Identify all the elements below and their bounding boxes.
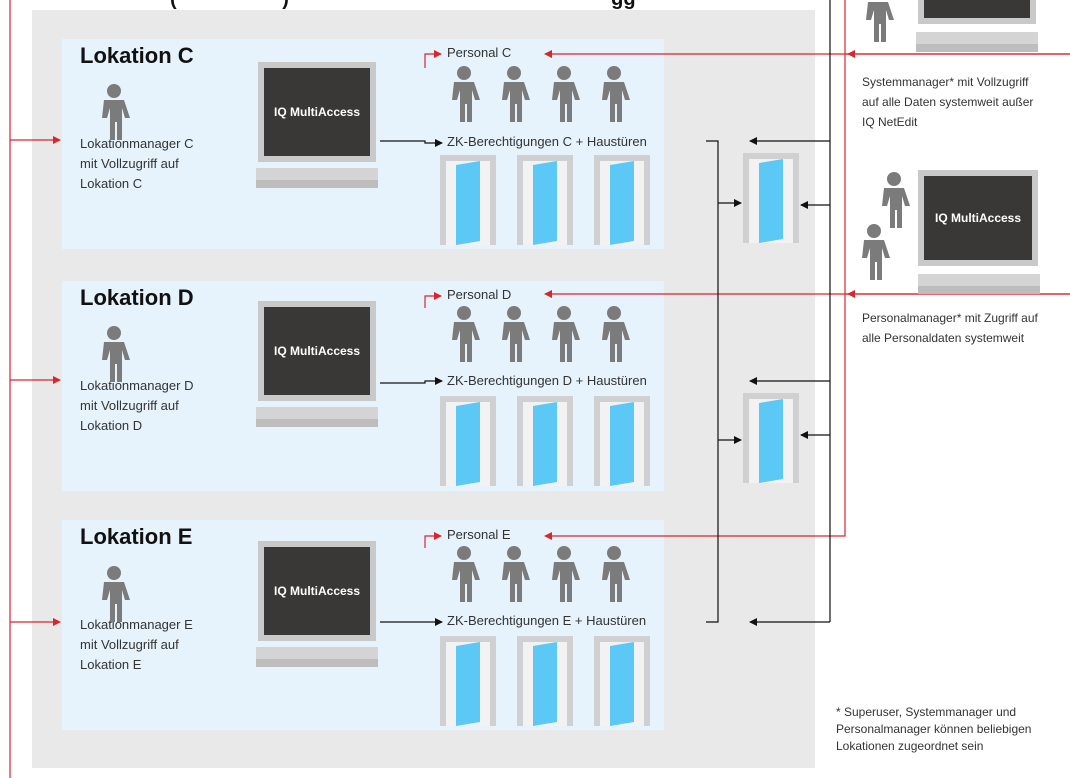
computer-label: IQ MultiAccess [273,344,361,358]
computer-icon: IQ MultiAccess [256,301,380,433]
staff-person-icon [602,546,630,602]
staff-person-icon [552,306,580,362]
staff-person-icon [452,546,480,602]
personal-manager-person-icon [882,172,910,228]
door-icon [594,396,650,486]
location-manager-description: Lokationmanager E mit Vollzugriff auf Lo… [80,617,193,672]
shared-door-icon [743,153,799,243]
door-icon [517,636,573,726]
computer-label: IQ MultiAccess [273,584,361,598]
staff-person-icon [502,546,530,602]
shared-door-bracket [706,140,742,623]
door-icon [440,155,496,245]
location-title: Lokation D [80,285,194,310]
computer-to-access-arrows [380,139,443,626]
personal-hooks [424,50,442,548]
staff-person-icon [552,66,580,122]
door-icon [440,396,496,486]
staff-person-icon [502,306,530,362]
location-manager-description: Lokationmanager D mit Vollzugriff auf Lo… [80,378,194,433]
system-manager-computer-icon [912,0,1040,66]
computer-label: IQ MultiAccess [934,211,1022,225]
shared-door-icon [743,393,799,483]
staff-person-icon [602,66,630,122]
computer-icon: IQ MultiAccess [256,541,380,673]
door-icon [594,155,650,245]
personal-label: Personal C [447,45,512,60]
computer-label: IQ MultiAccess [273,105,361,119]
system-manager-person-icon [866,2,894,42]
personal-manager-person-icon [862,224,890,280]
right-black-trunk [749,0,831,626]
door-icon [517,155,573,245]
staff-person-icon [452,66,480,122]
personal-label: Personal D [447,287,512,302]
location-title: Lokation C [80,43,194,68]
staff-person-icon [452,306,480,362]
access-rights-label: ZK-Berechtigungen C + Haustüren [447,134,647,149]
computer-icon: IQ MultiAccess [256,62,380,194]
staff-person-icon [502,66,530,122]
location-manager-person-icon [102,566,130,622]
left-red-trunk [9,0,61,778]
staff-person-icon [552,546,580,602]
door-icon [440,636,496,726]
partial-title: ( ) gg [170,0,636,11]
personal-label: Personal E [447,527,511,542]
location-manager-description: Lokationmanager C mit Vollzugriff auf Lo… [80,136,194,191]
footnote: * Superuser, Systemmanager und Personalm… [836,705,1032,753]
location-title: Lokation E [80,524,193,549]
system-manager-description: Systemmanager* mit Vollzugriff auf alle … [862,75,1034,129]
staff-person-icon [602,306,630,362]
personal-manager-description: Personalmanager* mit Zugriff auf alle Pe… [862,311,1038,345]
personal-manager-computer-icon: IQ MultiAccess [914,170,1042,300]
door-icon [594,636,650,726]
location-manager-person-icon [102,326,130,382]
location-manager-person-icon [102,84,130,140]
access-rights-label: ZK-Berechtigungen E + Haustüren [447,613,647,628]
access-rights-label: ZK-Berechtigungen D + Haustüren [447,373,647,388]
door-icon [517,396,573,486]
